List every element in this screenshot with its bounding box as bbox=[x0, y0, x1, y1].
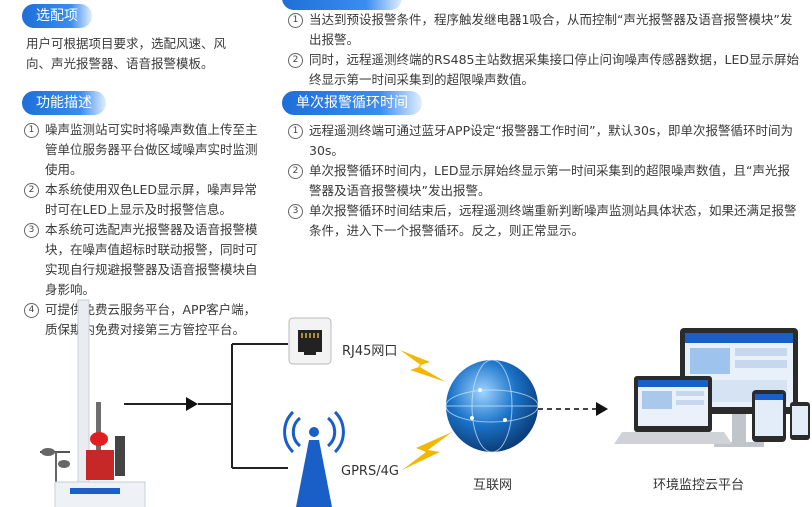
item-number-badge: 4 bbox=[24, 303, 39, 318]
item-number-badge: 1 bbox=[24, 123, 39, 138]
section-title-single-cycle: 单次报警循环时间 bbox=[282, 91, 422, 115]
item-number-badge: 1 bbox=[288, 124, 303, 139]
internet-globe-icon bbox=[445, 359, 539, 453]
options-text: 用户可根据项目要求，选配风速、风向、声光报警器、语音报警模板。 bbox=[26, 36, 227, 71]
list-item: 1 当达到预设报警条件，程序触发继电器1吸合，从而控制“声光报警器及语音报警模块”… bbox=[288, 10, 802, 50]
section-title-function: 功能描述 bbox=[22, 91, 106, 115]
item-number-badge: 2 bbox=[288, 164, 303, 179]
item-text: 单次报警循环时间内，LED显示屏始终显示第一时间采集到的超限噪声数值，且“声光报… bbox=[309, 163, 790, 198]
item-text: 同时，远程遥测终端的RS485主站数据采集接口停止问询噪声传感器数据，LED显示… bbox=[309, 52, 799, 87]
item-text: 本系统使用双色LED显示屏，噪声异常时可在LED上显示及时报警信息。 bbox=[45, 182, 257, 217]
item-text: 噪声监测站可实时将噪声数值上传至主管单位服务器平台做区域噪声实时监测使用。 bbox=[45, 122, 258, 177]
internet-label: 互联网 bbox=[473, 478, 513, 493]
list-item: 3 本系统可选配声光报警器及语音报警模块，在噪声值超标时联动报警，同时可实现自行规… bbox=[24, 220, 264, 300]
alarm-condition-list: 1 当达到预设报警条件，程序触发继电器1吸合，从而控制“声光报警器及语音报警模块”… bbox=[288, 10, 802, 90]
cloud-platform-devices-image bbox=[614, 328, 810, 447]
item-text: 当达到预设报警条件，程序触发继电器1吸合，从而控制“声光报警器及语音报警模块”发… bbox=[309, 12, 793, 47]
list-item: 2 本系统使用双色LED显示屏，噪声异常时可在LED上显示及时报警信息。 bbox=[24, 180, 264, 220]
item-text: 本系统可选配声光报警器及语音报警模块，在噪声值超标时联动报警，同时可实现自行规避… bbox=[45, 222, 258, 297]
item-text: 单次报警循环时间结束后，远程遥测终端重新判断噪声监测站具体状态，如果还满足报警条… bbox=[309, 203, 797, 238]
wireless-bolt-icon-2 bbox=[402, 432, 452, 470]
item-number-badge: 2 bbox=[24, 183, 39, 198]
item-number-badge: 3 bbox=[288, 204, 303, 219]
antenna-icon bbox=[283, 410, 345, 507]
list-item: 1 噪声监测站可实时将噪声数值上传至主管单位服务器平台做区域噪声实时监测使用。 bbox=[24, 120, 264, 180]
item-text: 可提供免费云服务平台，APP客户端，质保期内免费对接第三方管控平台。 bbox=[45, 302, 257, 337]
list-item: 4 可提供免费云服务平台，APP客户端，质保期内免费对接第三方管控平台。 bbox=[24, 300, 264, 340]
rj45-label: RJ45网口 bbox=[342, 344, 398, 359]
arrow-head bbox=[186, 397, 198, 411]
list-item: 2 同时，远程遥测终端的RS485主站数据采集接口停止问询噪声传感器数据，LED显… bbox=[288, 50, 802, 90]
cloud-platform-label: 环境监控云平台 bbox=[653, 478, 745, 493]
list-item: 1 远程遥测终端可通过蓝牙APP设定“报警器工作时间”，默认30s，即单次报警循环… bbox=[288, 121, 802, 161]
section-title-options: 选配项 bbox=[22, 4, 92, 28]
item-number-badge: 1 bbox=[288, 13, 303, 28]
wireless-bolt-icon-1 bbox=[400, 350, 446, 382]
item-number-badge: 2 bbox=[288, 53, 303, 68]
item-text: 远程遥测终端可通过蓝牙APP设定“报警器工作时间”，默认30s，即单次报警循环时… bbox=[309, 123, 793, 158]
single-cycle-list: 1 远程遥测终端可通过蓝牙APP设定“报警器工作时间”，默认30s，即单次报警循环… bbox=[288, 121, 802, 241]
section-title-alarm-partial bbox=[282, 0, 402, 10]
list-item: 2 单次报警循环时间内，LED显示屏始终显示第一时间采集到的超限噪声数值，且“声光… bbox=[288, 161, 802, 201]
rj45-port-icon bbox=[288, 317, 332, 365]
gprs-label: GPRS/4G bbox=[341, 464, 399, 479]
item-number-badge: 3 bbox=[24, 223, 39, 238]
list-item: 3 单次报警循环时间结束后，远程遥测终端重新判断噪声监测站具体状态，如果还满足报警… bbox=[288, 201, 802, 241]
